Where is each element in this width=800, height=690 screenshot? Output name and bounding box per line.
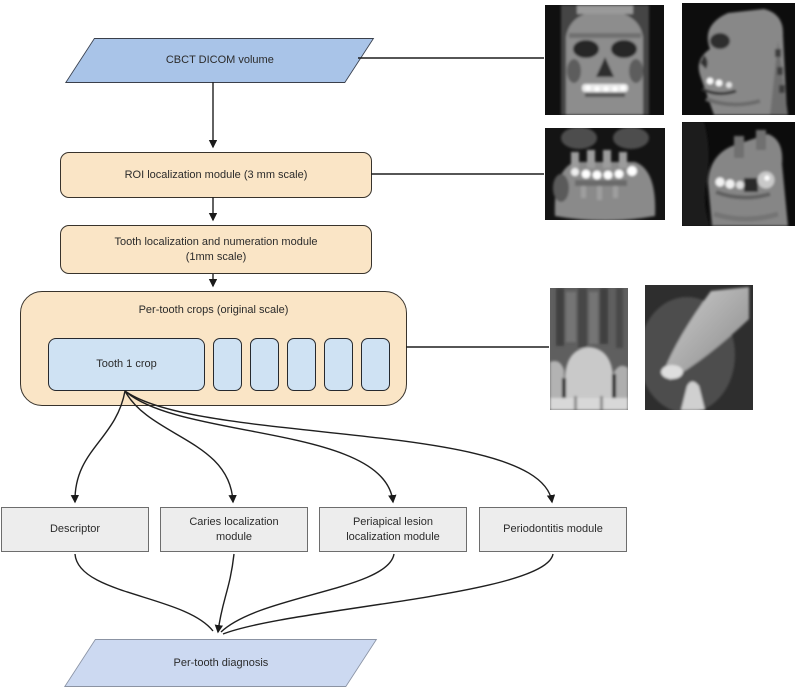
node-label: Per-tooth crops (original scale) (138, 304, 289, 316)
node-label-line1: Tooth localization and numeration module (114, 236, 318, 249)
tooth-crop-placeholder (324, 338, 353, 391)
node-label: Per-tooth diagnosis (173, 656, 268, 669)
node-label: Descriptor (49, 523, 101, 536)
node-roi-localization-module: ROI localization module (3 mm scale) (60, 152, 372, 198)
node-label: Periapical lesion localization module (346, 516, 440, 543)
node-per-tooth-crops: Per-tooth crops (original scale) Tooth 1… (20, 291, 407, 406)
node-label: CBCT DICOM volume (165, 54, 274, 67)
roi-jaw-frontal-render (545, 128, 665, 220)
node-descriptor: Descriptor (1, 507, 149, 552)
node-label: Tooth 1 crop (96, 358, 157, 371)
node-label: ROI localization module (3 mm scale) (124, 168, 308, 181)
cbct-skull-lateral-render (682, 3, 795, 115)
tooth-crop-placeholder (213, 338, 242, 391)
node-per-tooth-diagnosis: Per-tooth diagnosis (64, 639, 378, 687)
tooth-crop-placeholder (287, 338, 316, 391)
tooth-crop-placeholder (361, 338, 390, 391)
node-periodontitis-module: Periodontitis module (479, 507, 627, 552)
tooth-crop-sagittal-image (645, 285, 753, 410)
node-cbct-dicom-volume: CBCT DICOM volume (65, 38, 375, 83)
tooth-crop-placeholder (250, 338, 279, 391)
node-label: Caries localization module (189, 516, 279, 543)
node-periapical-module: Periapical lesion localization module (319, 507, 467, 552)
node-label: Periodontitis module (503, 523, 603, 536)
roi-jaw-lateral-render (682, 122, 795, 226)
node-tooth-localization-module: Tooth localization and numeration module… (60, 225, 372, 274)
node-caries-module: Caries localization module (160, 507, 308, 552)
tooth-crop-frontal-image (550, 288, 628, 410)
cbct-skull-frontal-render (545, 5, 664, 115)
node-label-line2: (1mm scale) (185, 250, 247, 263)
crop-placeholder-row: Tooth 1 crop (48, 338, 390, 391)
node-tooth1-crop: Tooth 1 crop (48, 338, 205, 391)
